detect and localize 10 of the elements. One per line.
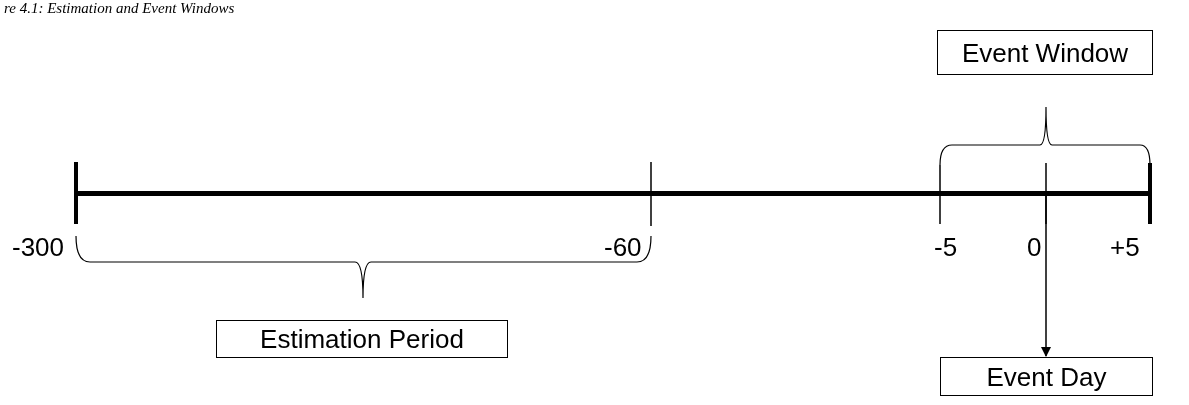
figure-title: re 4.1: Estimation and Event Windows [4,0,235,16]
tick-label: -300 [12,232,65,262]
label-box: Estimation Period [216,320,508,358]
label-box: Event Day [940,357,1153,396]
arrow [1041,195,1051,357]
tick-label: +5 [1110,232,1140,262]
label-box: Event Window [937,30,1153,75]
tick-label: 0 [1027,232,1042,262]
tick-label: -5 [934,232,958,262]
tick-label: -60 [604,232,642,262]
